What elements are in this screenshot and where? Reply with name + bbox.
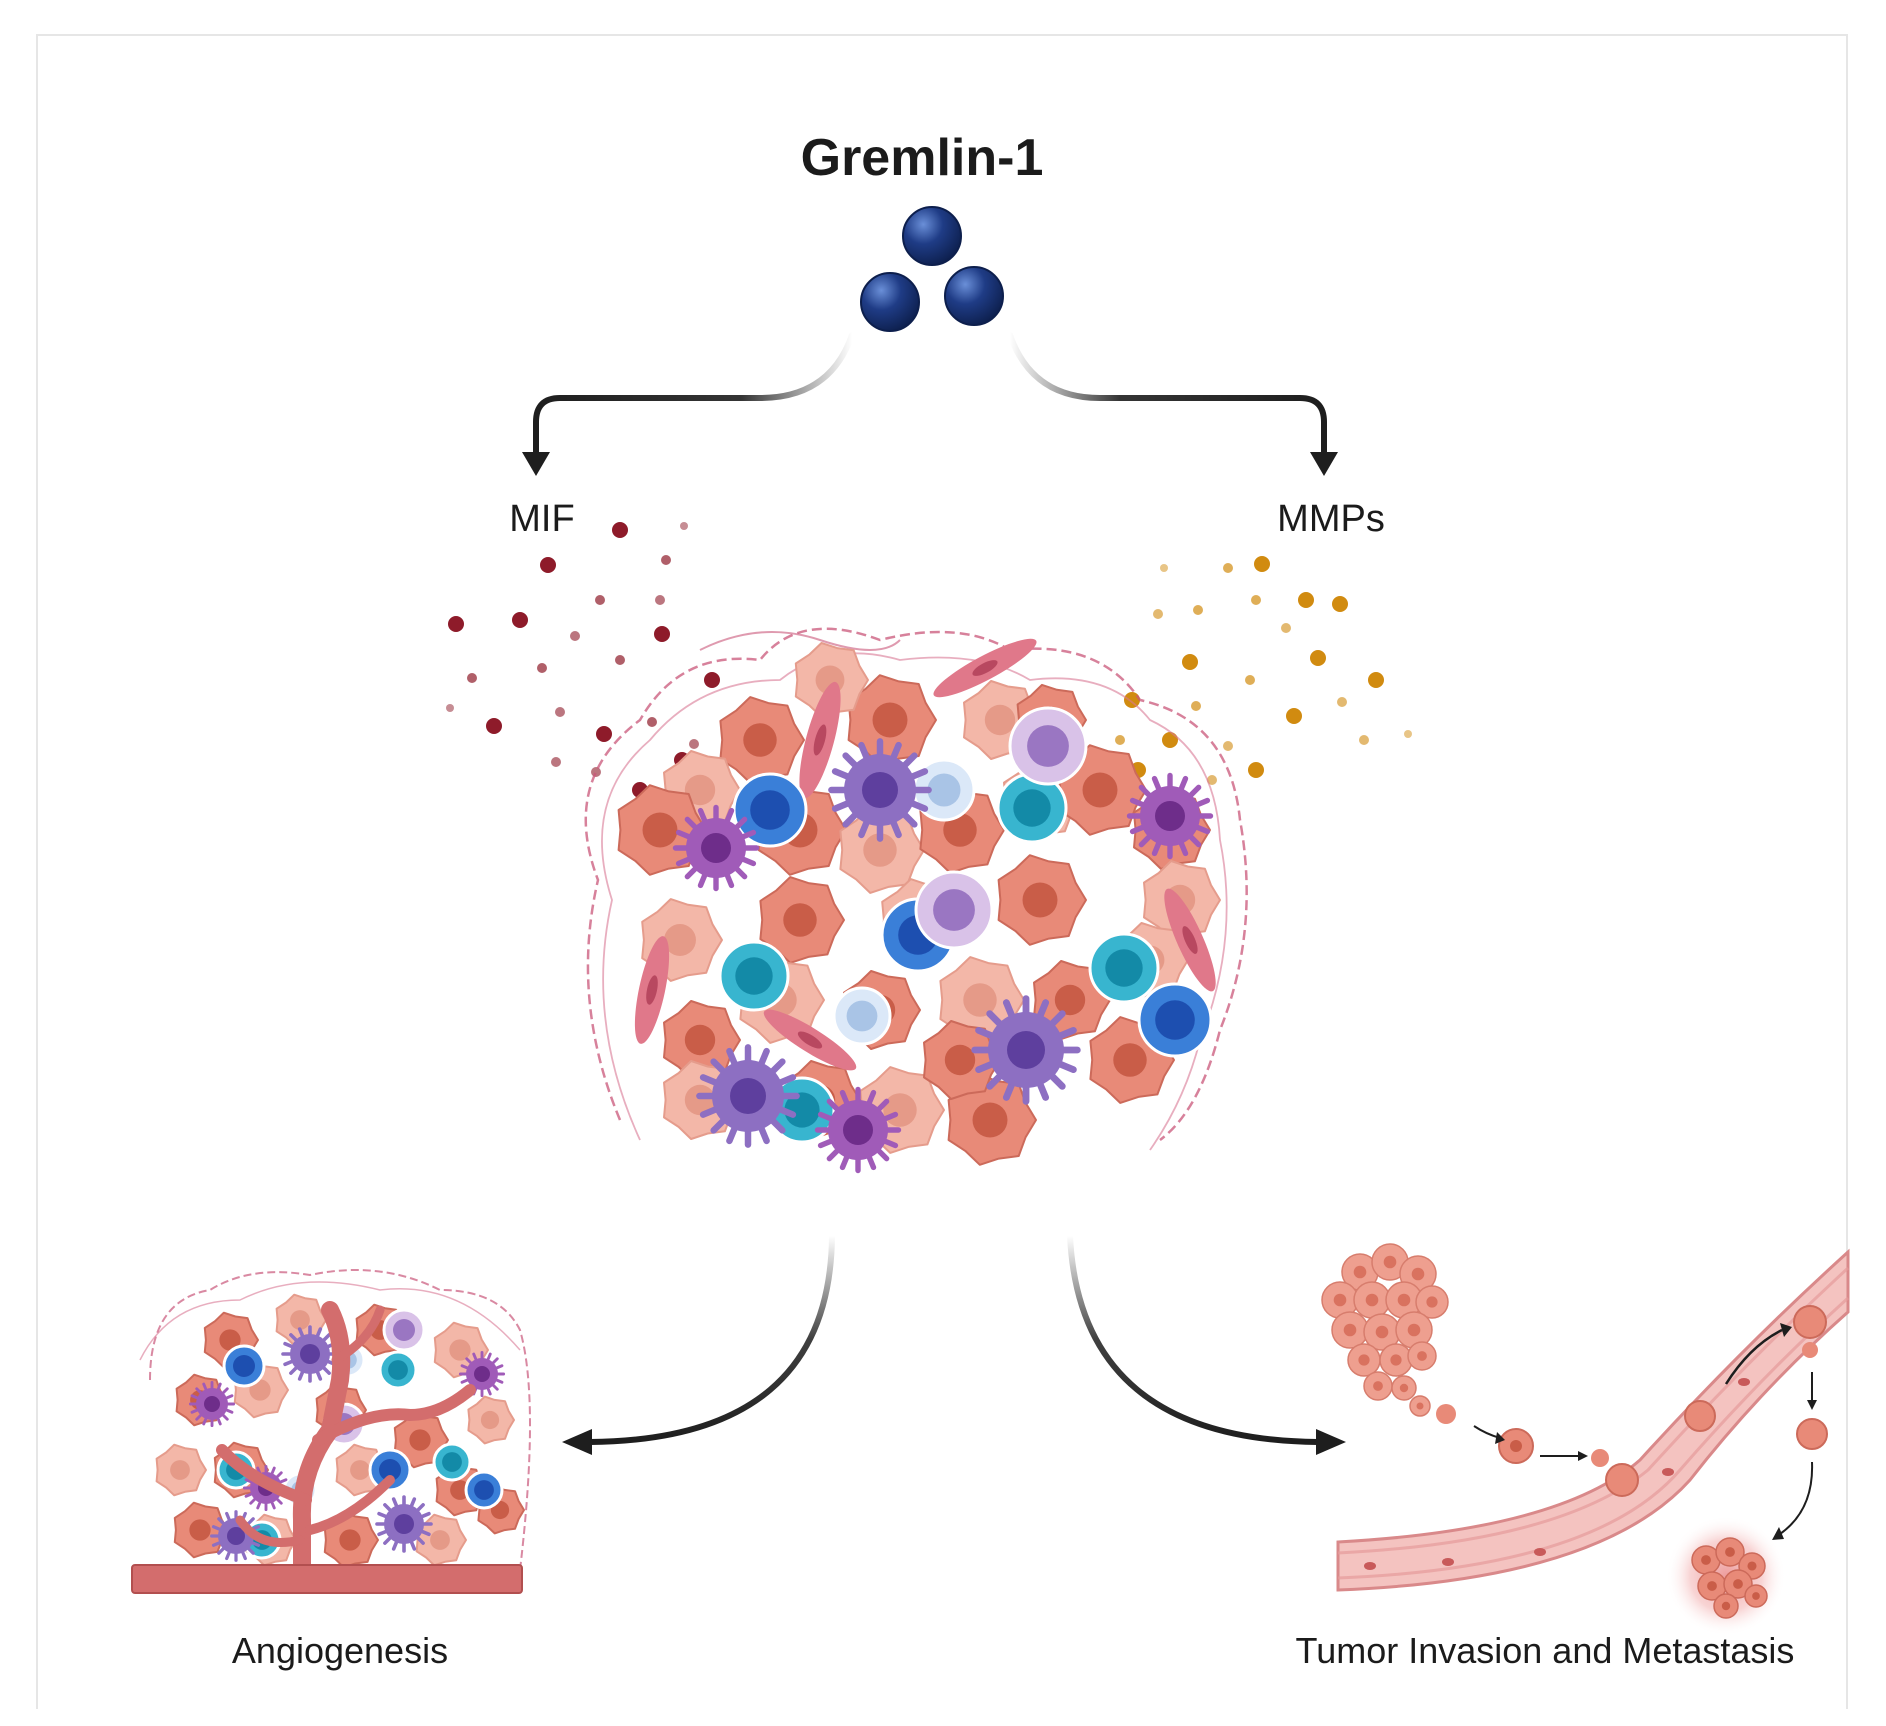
branch-arrow-left — [522, 332, 855, 476]
immune-cells — [672, 706, 1214, 1174]
mmps-label: MMPs — [1277, 498, 1385, 540]
mif-particles — [446, 522, 720, 798]
metastasis-illustration — [1321, 1243, 1850, 1636]
tumor-microenvironment — [584, 627, 1248, 1174]
dendritic-cell — [210, 1510, 262, 1562]
dendritic-cell — [696, 1044, 800, 1148]
gremlin-title: Gremlin-1 — [801, 129, 1044, 187]
dendritic-cell — [828, 738, 932, 842]
mmp-particles — [1115, 556, 1412, 785]
gremlin-molecule-icon — [860, 206, 1004, 332]
dendritic-cell — [188, 1380, 236, 1428]
primary-tumor-cluster — [1321, 1243, 1449, 1417]
dendritic-cell — [375, 1495, 433, 1553]
outcome-arrow-right — [1067, 1233, 1346, 1455]
mif-label: MIF — [509, 498, 574, 540]
angiogenesis-label: Angiogenesis — [232, 1630, 448, 1671]
figure-frame — [36, 34, 1848, 1709]
dendritic-cell — [281, 1325, 339, 1383]
dendritic-cell — [1126, 772, 1214, 860]
dendritic-cell — [672, 804, 760, 892]
dendritic-cell — [814, 1086, 902, 1174]
outcome-arrow-left — [562, 1233, 835, 1455]
branch-arrow-right — [1007, 332, 1338, 476]
dendritic-cell — [971, 995, 1081, 1105]
metastatic-lesion — [1691, 1537, 1768, 1619]
angiogenesis-illustration — [131, 1269, 531, 1594]
dendritic-cell — [458, 1350, 506, 1398]
metastasis-label: Tumor Invasion and Metastasis — [1296, 1630, 1795, 1671]
fibroblasts — [634, 638, 1216, 1071]
